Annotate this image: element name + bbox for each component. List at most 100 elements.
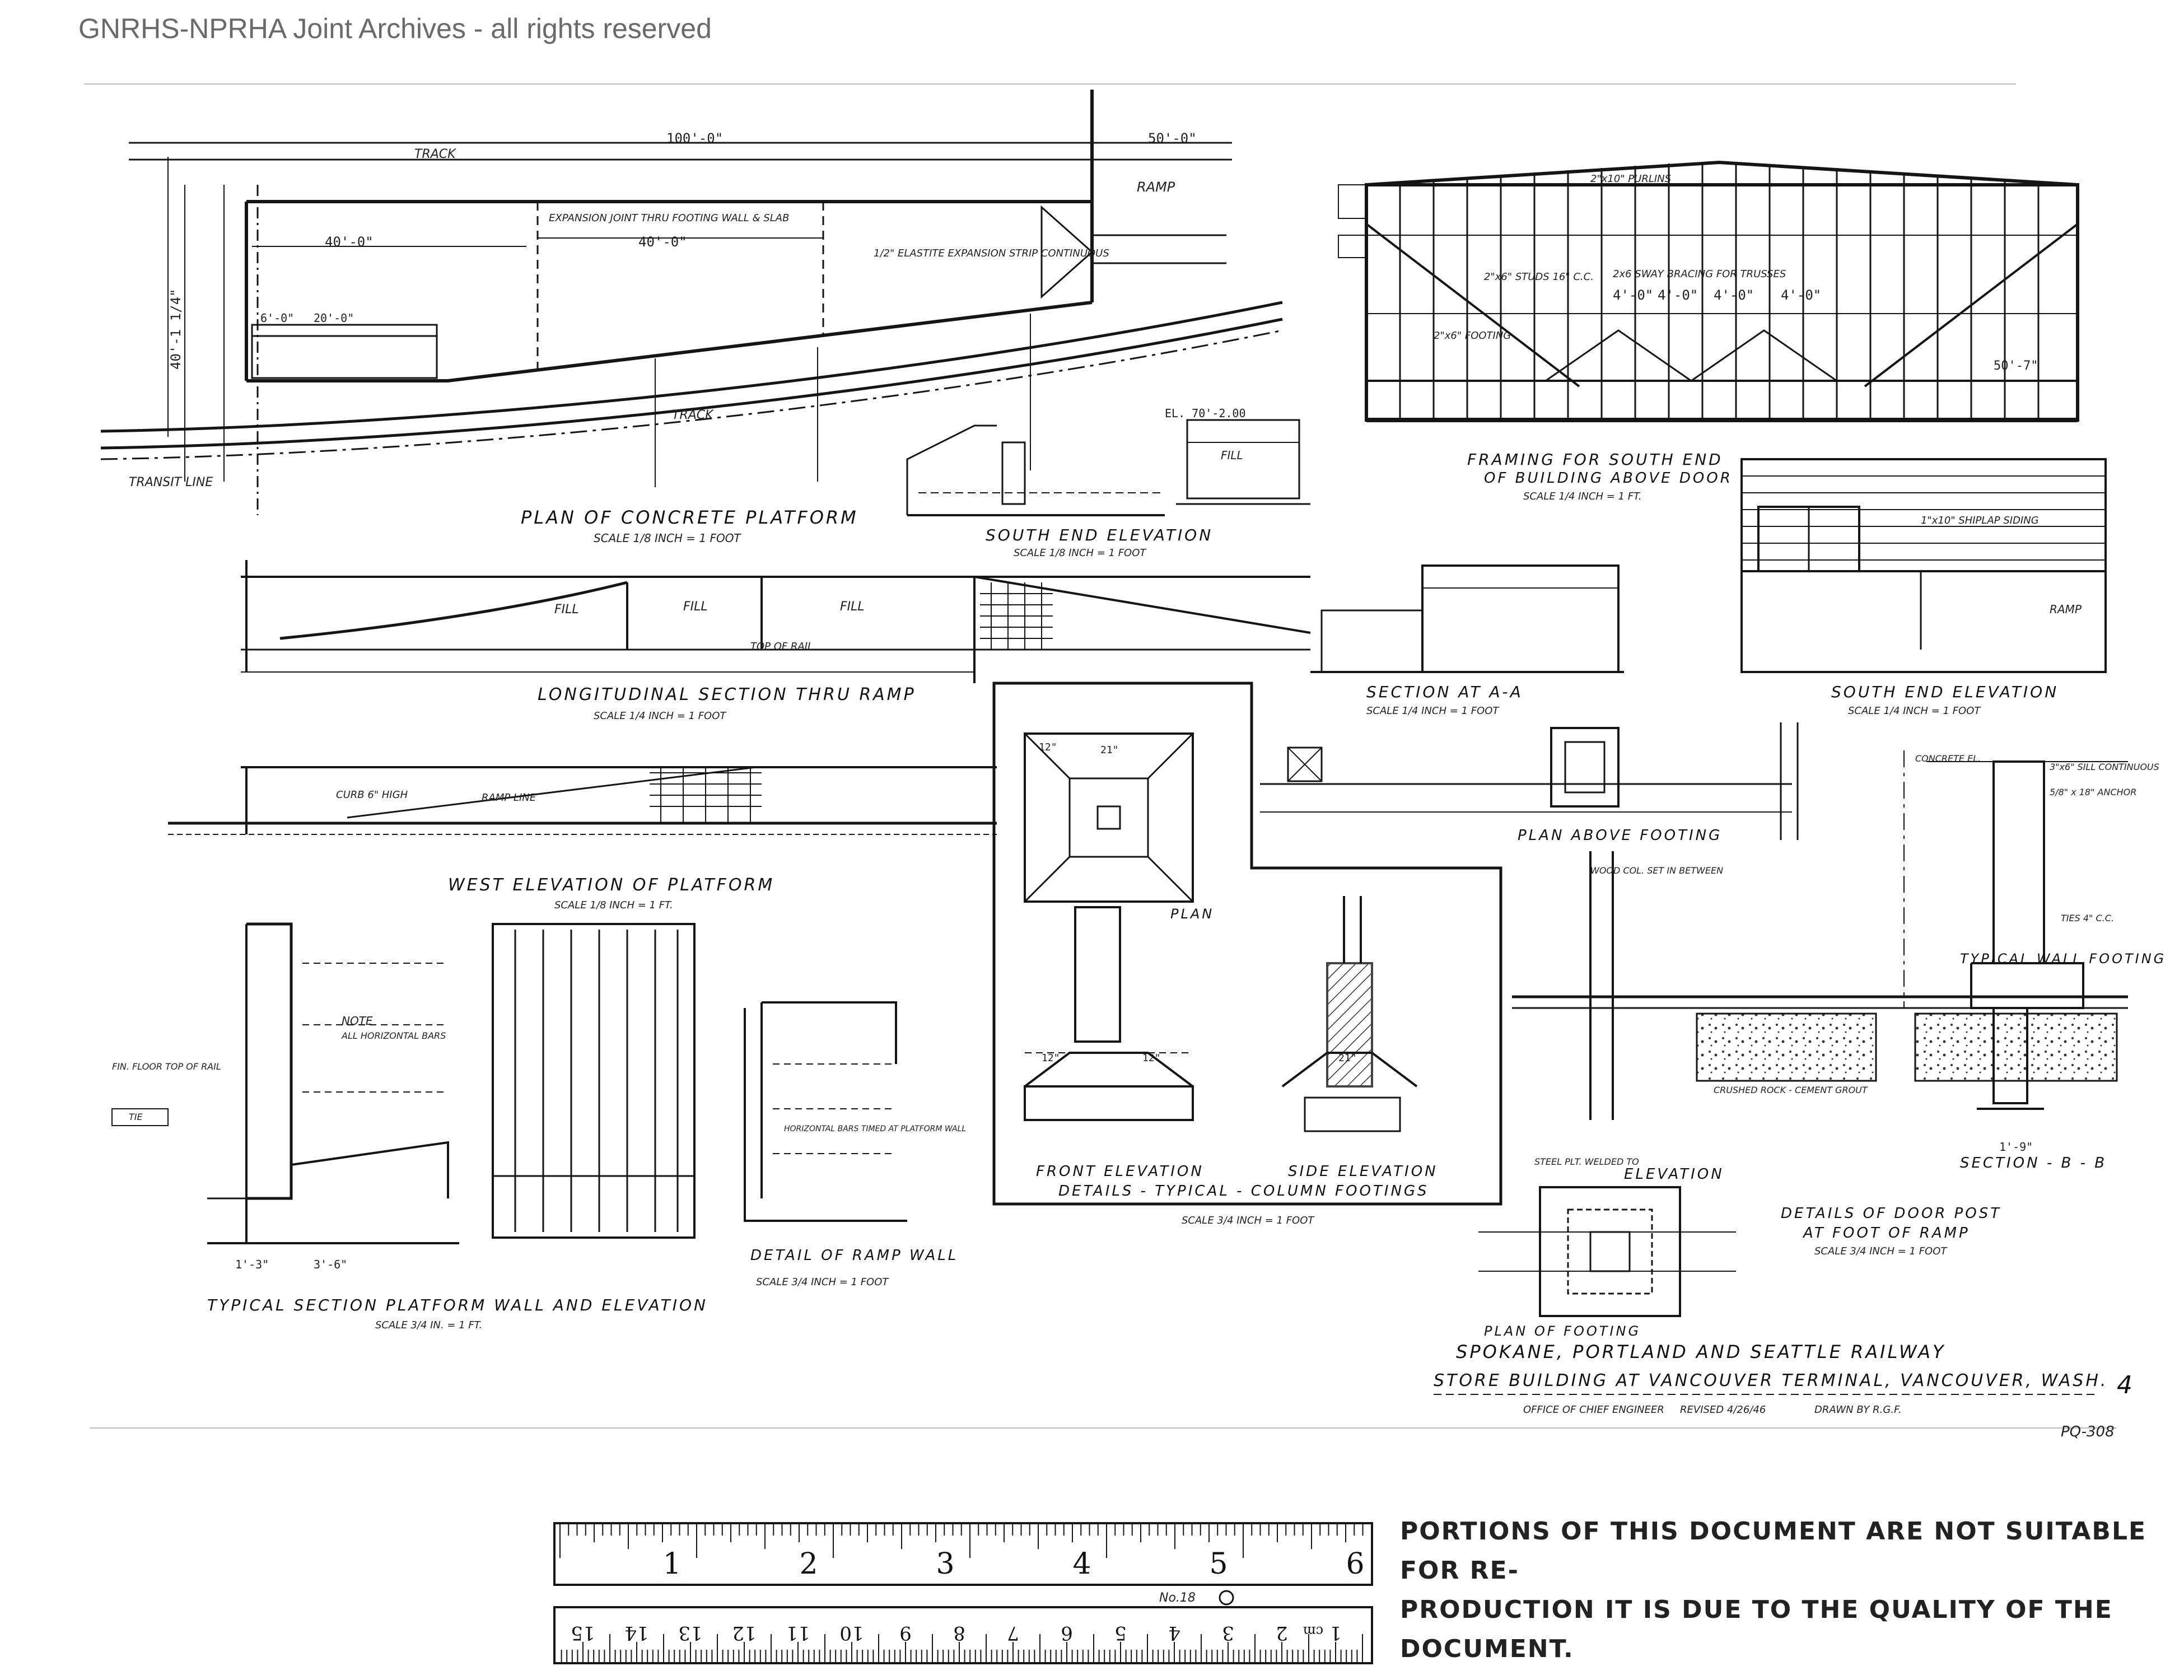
cm-6: 6 [1061,1622,1073,1644]
footing-label: 2"x6" FOOTING [1434,330,1511,342]
note-text: ALL HORIZONTAL BARS [341,1030,446,1041]
dim-12-b: 12" [1042,1052,1060,1064]
south-end-title: SOUTH END ELEVATION [1831,683,2059,701]
concrete-el-label: CONCRETE EL. [1915,753,1981,764]
elevation-title: ELEVATION [1624,1166,1724,1183]
framing-scale: SCALE 1/4 INCH = 1 FT. [1523,491,1642,502]
typical-wall-footing: CONCRETE EL. 3"x6" SILL CONTINUOUS 5/8" … [1903,750,2166,1009]
fin-floor-label: FIN. FLOOR TOP OF RAIL [112,1061,221,1072]
typical-wall-footing-title: TYPICAL WALL FOOTING [1960,951,2166,967]
stamp-line-2: PRODUCTION IT IS DUE TO THE QUALITY OF T… [1400,1595,2113,1663]
wood-col-label: WOOD COL. SET IN BETWEEN [1590,865,1723,876]
fill-label-1: FILL [554,603,579,617]
ramp-line-label: RAMP LINE [482,792,536,804]
side-elevation-label: SIDE ELEVATION [1288,1163,1438,1180]
column-footings-title: DETAILS - TYPICAL - COLUMN FOOTINGS [1058,1183,1429,1200]
note-label: NOTE [342,1014,373,1028]
plan-of-footing-title: PLAN OF FOOTING [1484,1323,1641,1339]
shiplap-label: 1"x10" SHIPLAP SIDING [1921,515,2039,526]
top-of-rail-label: TOP OF RAIL [750,641,813,652]
section-aa: SECTION AT A-A SCALE 1/4 INCH = 1 FOOT [1310,564,1624,717]
track-label: TRACK [414,147,456,161]
expansion-joint-label: EXPANSION JOINT THRU FOOTING WALL & SLAB [549,212,789,224]
framing-title: FRAMING FOR SOUTH END [1467,450,1723,469]
framing-subtitle: OF BUILDING ABOVE DOOR [1484,470,1733,487]
dim-40-1: 40'-1 1/4" [168,289,184,370]
drawing-number: PQ-308 [2061,1424,2115,1440]
plan-above-footing: PLAN ABOVE FOOTING [1260,722,1799,844]
expansion-strip-label: 1/2" ELASTITE EXPANSION STRIP CONTINUOUS [874,248,1109,259]
door-post-title: DETAILS OF DOOR POST [1781,1205,2001,1222]
door-post-subtitle: AT FOOT OF RAMP [1802,1225,1970,1242]
crushed-rock-label: CRUSHED ROCK - CEMENT GROUT [1714,1085,1868,1095]
cm-1: 1 [1329,1622,1342,1644]
inch-5: 5 [1209,1547,1228,1581]
dim-21-b: 21" [1338,1052,1357,1064]
longitudinal-title: LONGITUDINAL SECTION THRU RAMP [538,685,916,704]
ramp-label-2: RAMP [2050,603,2082,616]
ramp-wall-scale: SCALE 3/4 INCH = 1 FOOT [756,1276,889,1288]
inch-6: 6 [1346,1547,1364,1581]
dim-6: 6'-0" [260,311,294,325]
inch-numbers: 1 2 3 4 5 6 [662,1547,1364,1581]
inch-1: 1 [662,1547,681,1581]
dim-4c: 4'-0" [1714,287,1754,303]
cm-4: 4 [1168,1622,1180,1644]
plan-platform-scale: SCALE 1/8 INCH = 1 FOOT [594,531,741,545]
quality-stamp: PORTIONS OF THIS DOCUMENT ARE NOT SUITAB… [1400,1512,2162,1669]
cm-11: 11 [786,1622,810,1644]
inch-4: 4 [1072,1547,1091,1581]
curb-label: CURB 6" HIGH [336,789,408,801]
dim-100: 100'-0" [666,130,723,146]
south-end-elevation-small: EL. 70'-2.00 FILL SOUTH END ELEVATION SC… [906,407,1310,559]
steel-plate-label: STEEL PLT. WELDED TO [1534,1156,1639,1167]
south-end-scale: SCALE 1/4 INCH = 1 FOOT [1848,705,1981,717]
cm-12: 12 [732,1622,756,1644]
track-label-2: TRACK [672,408,714,422]
plan-concrete-platform: TRACK TRACK TRANSIT LINE RAMP EXPANSION … [100,90,1283,545]
column-footings-scale: SCALE 3/4 INCH = 1 FOOT [1182,1215,1315,1226]
dim-elevation: EL. 70'-2.00 [1165,407,1246,420]
cm-3: 3 [1222,1622,1234,1644]
ruler-model: No.18 [1159,1591,1196,1605]
cm-5: 5 [1114,1622,1127,1644]
cm-13: 13 [678,1622,702,1644]
longitudinal-scale: SCALE 1/4 INCH = 1 FOOT [594,710,727,722]
stamp-line-1: PORTIONS OF THIS DOCUMENT ARE NOT SUITAB… [1400,1517,2147,1585]
south-end-elevation: 1"x10" SHIPLAP SIDING RAMP SOUTH END ELE… [1740,458,2107,717]
dim-3-6: 3'-6" [314,1258,347,1271]
revised-date: REVISED 4/26/46 [1680,1404,1766,1416]
cm-numbers: 1 2 3 4 5 6 7 8 9 10 11 12 13 14 15 cm [571,1622,1341,1644]
title-block: SPOKANE, PORTLAND AND SEATTLE RAILWAY ST… [1434,1341,2132,1440]
office-name: OFFICE OF CHIEF ENGINEER [1523,1404,1664,1416]
inch-2: 2 [799,1547,818,1581]
dim-4d: 4'-0" [1781,287,1821,303]
dim-50: 50'-0" [1148,130,1197,146]
cm-7: 7 [1007,1622,1019,1644]
dim-21-a: 21" [1100,744,1119,756]
longitudinal-section: FILL FILL FILL TOP OF RAIL LONGITUDINAL … [241,560,1311,722]
ties-label: TIES 4" C.C. [2061,913,2114,923]
railway-name: SPOKANE, PORTLAND AND SEATTLE RAILWAY [1456,1341,1946,1362]
tie-label: TIE [129,1112,143,1122]
anchor-label: 5/8" x 18" ANCHOR [2050,787,2136,797]
dim-12-a: 12" [1039,741,1057,753]
plan-above-footing-title: PLAN ABOVE FOOTING [1518,827,1722,844]
cm-14: 14 [624,1622,648,1644]
typical-section-platform-wall: NOTE ALL HORIZONTAL BARS FIN. FLOOR TOP … [111,922,706,1331]
dim-1-3: 1'-3" [235,1258,269,1271]
dim-20: 20'-0" [314,311,354,325]
detail-ramp-wall: HORIZONTAL BARS TIMED AT PLATFORM WALL D… [744,1001,966,1288]
bracing-label: 2x6 SWAY BRACING FOR TRUSSES [1613,268,1786,280]
purlins-label: 2"x10" PURLINS [1590,173,1671,185]
inch-3: 3 [936,1547,954,1581]
section-aa-title: SECTION AT A-A [1366,683,1523,701]
west-elevation-scale: SCALE 1/8 INCH = 1 FT. [554,899,673,911]
archive-notice: GNRHS-NPRHA Joint Archives - all rights … [78,13,712,44]
cm-10: 10 [839,1622,864,1644]
column-plan-label: PLAN [1170,906,1214,922]
dim-50-7: 50'-7" [1994,359,2038,373]
south-end-small-title: SOUTH END ELEVATION [986,526,1213,544]
